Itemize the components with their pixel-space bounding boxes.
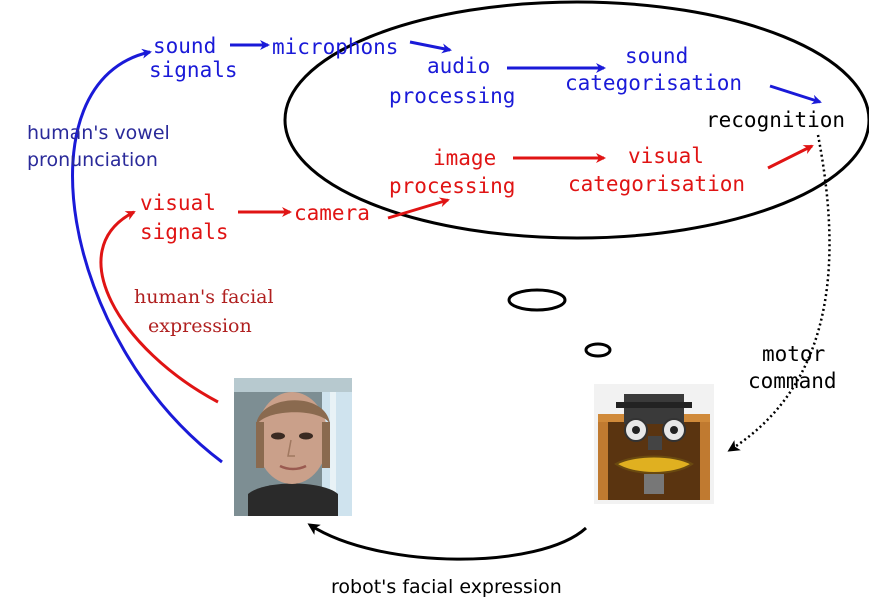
label-image-processing-line1: image bbox=[433, 146, 497, 170]
label-microphons: microphons bbox=[272, 35, 399, 59]
arrow-viscat-to-recog bbox=[767, 144, 814, 170]
label-sound-signals: sound signals bbox=[149, 36, 238, 81]
label-visual-signals: visual signals bbox=[140, 193, 229, 243]
arrow-micro-to-audio bbox=[409, 40, 452, 54]
label-human-vowel-line1: human's vowel bbox=[27, 122, 170, 144]
label-sound-signals-line1: sound bbox=[153, 34, 217, 58]
label-visual-categorisation-line1: visual bbox=[628, 144, 704, 168]
label-human-facial-line1: human's facial bbox=[134, 286, 274, 308]
label-sound-categorisation-line1: sound bbox=[625, 44, 689, 68]
label-visual-categorisation: visual categorisation bbox=[568, 146, 745, 195]
label-audio-processing: audio processing bbox=[389, 56, 515, 107]
label-robot-facial: robot's facial expression bbox=[331, 576, 562, 598]
arrow-facial-to-visual bbox=[99, 210, 219, 404]
human-face-photo bbox=[234, 378, 352, 516]
label-sound-categorisation-line2: categorisation bbox=[565, 71, 743, 95]
arrow-camera-to-image bbox=[387, 197, 450, 220]
label-camera: camera bbox=[294, 201, 370, 225]
arrow-robot-to-human bbox=[307, 523, 588, 561]
label-audio-processing-line2: processing bbox=[389, 84, 516, 108]
arrow-vowel-to-sound bbox=[71, 48, 223, 464]
thought-bubble bbox=[283, 0, 869, 240]
arrow-motor-command bbox=[727, 134, 831, 452]
label-sound-categorisation: sound categorisation bbox=[565, 46, 742, 94]
label-visual-signals-line1: visual bbox=[140, 191, 216, 215]
label-image-processing-line2: processing bbox=[389, 174, 516, 198]
label-human-facial: human's facial expression bbox=[134, 288, 274, 336]
label-motor-command-line1: motor bbox=[762, 342, 826, 366]
label-visual-categorisation-line2: categorisation bbox=[568, 172, 746, 196]
label-motor-command: motor command bbox=[748, 344, 837, 392]
thought-bubble-dot-small bbox=[584, 342, 612, 358]
label-human-vowel: human's vowel pronunciation bbox=[27, 124, 170, 170]
label-recognition: recognition bbox=[706, 108, 846, 132]
label-sound-signals-line2: signals bbox=[149, 58, 238, 82]
arrow-soundcat-to-recog bbox=[769, 84, 822, 105]
label-human-facial-line2: expression bbox=[148, 315, 252, 337]
robot-head-photo bbox=[594, 384, 714, 504]
label-image-processing: image processing bbox=[389, 148, 515, 197]
label-motor-command-line2: command bbox=[748, 369, 837, 393]
label-visual-signals-line2: signals bbox=[140, 220, 229, 244]
label-human-vowel-line2: pronunciation bbox=[27, 149, 158, 171]
label-audio-processing-line1: audio bbox=[427, 54, 491, 78]
thought-bubble-dot-large bbox=[507, 288, 567, 312]
